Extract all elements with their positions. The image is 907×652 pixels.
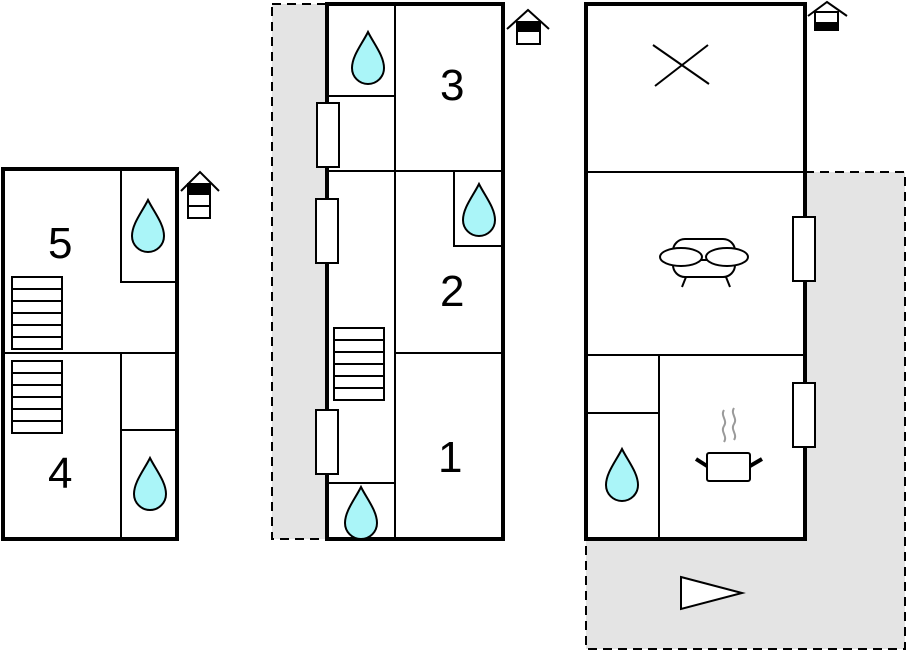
floor-top: 5 4 — [1, 167, 220, 541]
stairs-icon — [333, 327, 385, 401]
window — [315, 409, 339, 475]
floor-indicator-icon — [807, 0, 848, 31]
floor-middle: 3 2 1 — [271, 2, 550, 541]
room-label-2: 2 — [440, 267, 464, 316]
cooking-pot-icon — [694, 407, 764, 482]
window — [315, 198, 339, 264]
floor-indicator-icon — [506, 8, 550, 45]
sofa-icon — [659, 238, 749, 288]
floor-ground — [584, 0, 906, 650]
window — [792, 382, 816, 448]
stairs-icon — [11, 360, 63, 434]
terrace — [585, 171, 906, 650]
room-label-5: 5 — [48, 219, 72, 268]
floor-indicator-icon — [180, 170, 220, 219]
room-label-4: 4 — [48, 449, 72, 498]
entrance-arrow-icon — [680, 575, 746, 611]
window — [792, 216, 816, 282]
room-label-3: 3 — [440, 61, 464, 110]
stairs-icon — [11, 276, 63, 350]
room-label-1: 1 — [438, 433, 462, 482]
window — [316, 102, 340, 168]
void-x-icon — [652, 44, 710, 87]
